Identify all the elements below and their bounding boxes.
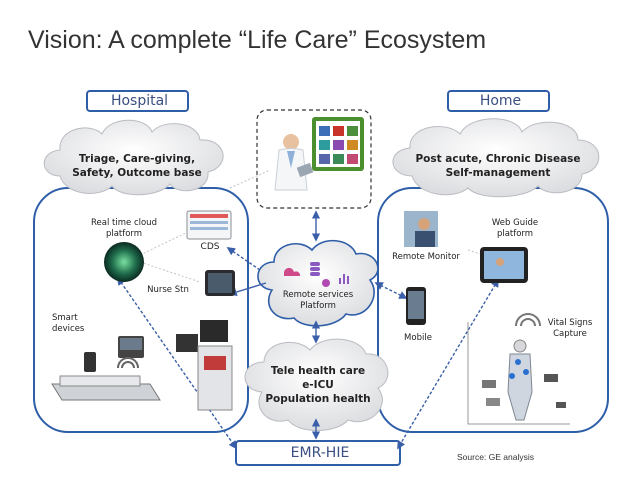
remote-services-label-2: Platform bbox=[300, 301, 336, 311]
smart-devices-label-1: Smart bbox=[52, 313, 78, 323]
vital-signs-label-1: Vital Signs bbox=[547, 318, 593, 328]
remote-services-cloud bbox=[257, 239, 379, 327]
home-header: Home bbox=[479, 93, 522, 109]
home-cloud-line2: Self-management bbox=[445, 167, 551, 179]
vital-signs-image bbox=[467, 313, 570, 425]
telehealth-line3: Population health bbox=[265, 393, 371, 405]
emr-hie-label: EMR-HIE bbox=[290, 445, 350, 461]
hospital-header: Hospital bbox=[110, 93, 169, 109]
hospital-header-box bbox=[86, 90, 189, 112]
connector-arrows bbox=[117, 210, 499, 450]
cds-screen bbox=[186, 210, 232, 240]
remote-monitor-label: Remote Monitor bbox=[392, 252, 460, 262]
hospital-cloud-line1: Triage, Care-giving, bbox=[78, 153, 196, 165]
vital-signs-label-2: Capture bbox=[553, 329, 587, 339]
remote-icons bbox=[283, 262, 349, 287]
web-guide-label-1: Web Guide bbox=[491, 218, 539, 228]
cloud-platform-globe bbox=[104, 242, 144, 282]
doctor-image bbox=[274, 134, 314, 191]
cloud-platform-label-1: Real time cloud bbox=[91, 218, 157, 228]
home-cloud-line1: Post acute, Chronic Disease bbox=[415, 153, 581, 165]
telehealth-line2: e-ICU bbox=[302, 379, 334, 391]
telehealth-cloud bbox=[244, 338, 389, 431]
cloud-platform-label-2: platform bbox=[105, 229, 143, 239]
mobile-phone bbox=[406, 287, 426, 325]
source-note: Source: GE analysis bbox=[457, 452, 535, 462]
remote-monitor-image bbox=[404, 211, 438, 247]
mobile-label: Mobile bbox=[404, 333, 432, 343]
hospital-cloud bbox=[43, 119, 224, 196]
app-screen-image bbox=[312, 117, 364, 171]
web-guide-tablet bbox=[480, 247, 528, 283]
smart-devices-image bbox=[51, 320, 233, 411]
remote-services-label-1: Remote services bbox=[282, 290, 354, 300]
cds-label: CDS bbox=[200, 242, 220, 252]
telehealth-line1: Tele health care bbox=[270, 365, 366, 377]
slide-title: Vision: A complete “Life Care” Ecosystem bbox=[28, 26, 487, 54]
hospital-cloud-line2: Safety, Outcome base bbox=[72, 167, 202, 179]
nurse-station-tablet bbox=[205, 270, 235, 296]
emr-box bbox=[235, 440, 401, 466]
home-cloud bbox=[392, 118, 600, 198]
home-header-box bbox=[447, 90, 550, 112]
nurse-stn-label: Nurse Stn bbox=[147, 285, 189, 295]
smart-devices-label-2: devices bbox=[52, 324, 85, 334]
web-guide-label-2: platform bbox=[496, 229, 534, 239]
